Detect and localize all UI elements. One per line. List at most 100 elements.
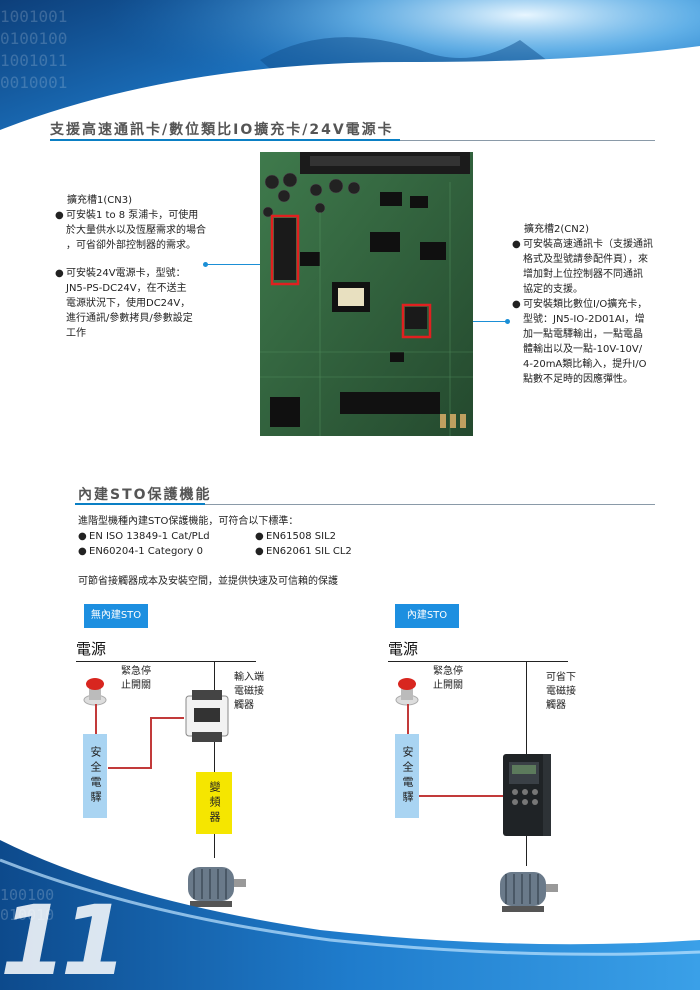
slot1-bullet-2: ● 可安裝24V電源卡，型號： JN5-PS-DC24V，在不送主 電源狀況下，… xyxy=(55,266,255,341)
right-relay-link xyxy=(419,795,503,797)
slot2-b1-line: 增加對上位控制器不同通訊 xyxy=(523,269,643,280)
left-power-label: 電源 xyxy=(76,640,107,658)
standard-item: ●EN62061 SIL CL2 xyxy=(255,544,352,559)
left-contactor-label: 輸入端 電磁接 觸器 xyxy=(234,671,264,713)
left-contactor-wire-h xyxy=(150,717,184,719)
right-estop-line: 緊急停 xyxy=(433,666,463,677)
slot1-b2-line: 電源狀況下，使用DC24V， xyxy=(66,298,191,309)
right-safety-relay: 安全電驛 xyxy=(395,734,419,818)
standard-label: EN ISO 13849-1 Cat/PLd xyxy=(89,531,210,542)
section1-rule-accent xyxy=(50,139,400,141)
svg-text:1001001: 1001001 xyxy=(0,7,67,26)
slot2-b2-line: 型號：JN5-IO-2D01AI，增 xyxy=(523,314,645,325)
right-contactor-label: 可省下 電磁接 觸器 xyxy=(546,671,576,713)
section2-rule xyxy=(75,504,655,505)
slot2-b1-line: 格式及型號請參配件頁），來 xyxy=(523,254,648,265)
right-power-drop xyxy=(526,661,527,756)
svg-text:0010001: 0010001 xyxy=(0,73,67,92)
right-estop-wire xyxy=(407,704,409,734)
right-contactor-line: 觸器 xyxy=(546,700,566,711)
left-relay-link xyxy=(108,767,152,769)
bullet-dot-icon: ● xyxy=(55,210,64,221)
slot1-b1-line: ，可省卻外部控制器的需求。 xyxy=(66,240,196,251)
left-inverter-box: 變頻器 xyxy=(196,772,232,834)
page-number: 11 xyxy=(0,885,128,997)
left-estop-line: 止開關 xyxy=(121,680,151,691)
slot2-bullet-2: ● 可安裝類比數位I/O擴充卡， 型號：JN5-IO-2D01AI，增 加一點電… xyxy=(512,297,672,387)
right-power-label: 電源 xyxy=(388,640,419,658)
header-background: 1001001 0100100 1001011 0010001 xyxy=(0,0,700,150)
slot1-bullet-1: ● 可安裝1 to 8 泵浦卡，可使用 於大量供水以及恆壓需求的場合 ，可省卻外… xyxy=(55,208,255,253)
tag-built-in-sto: 內建STO xyxy=(395,604,459,628)
emergency-stop-icon xyxy=(395,672,419,706)
sto-standards: 進階型機種內建STO保護機能，可符合以下標準： ●EN ISO 13849-1 … xyxy=(78,514,638,589)
slot2-bullet-1: ● 可安裝高速通訊卡（支援通訊 格式及型號請參配件頁），來 增加對上位控制器不同… xyxy=(512,237,672,297)
slot1-leader-dot xyxy=(203,262,208,267)
slot1-heading: 擴充槽1(CN3) xyxy=(67,195,132,206)
slot1-b1-line: 於大量供水以及恆壓需求的場合 xyxy=(66,225,206,236)
left-contactor-wire-v xyxy=(150,717,152,767)
standard-item: ●EN61508 SIL2 xyxy=(255,529,336,544)
slot2-notes: 擴充槽2(CN2) ● 可安裝高速通訊卡（支援通訊 格式及型號請參配件頁），來 … xyxy=(512,222,672,387)
svg-text:0100100: 0100100 xyxy=(0,29,67,48)
left-estop-line: 緊急停 xyxy=(121,666,151,677)
bullet-dot-icon: ● xyxy=(512,239,521,250)
slot1-b1-line: 可安裝1 to 8 泵浦卡，可使用 xyxy=(66,210,199,221)
slot1-b2-line: 可安裝24V電源卡，型號： xyxy=(66,268,186,279)
section2-rule-accent xyxy=(75,503,205,505)
slot2-heading: 擴充槽2(CN2) xyxy=(524,224,589,235)
bullet-dot-icon: ● xyxy=(55,268,64,279)
slot2-b2-line: 可安裝類比數位I/O擴充卡， xyxy=(523,299,648,310)
left-safety-relay: 安全電驛 xyxy=(83,734,107,818)
standard-item: ●EN ISO 13849-1 Cat/PLd xyxy=(78,529,255,544)
svg-text:010010: 010010 xyxy=(0,906,54,924)
slot1-b2-line: 工作 xyxy=(66,328,86,339)
sto-summary: 可節省接觸器成本及安裝空間，並提供快速及可信賴的保護 xyxy=(78,576,338,587)
slot1-leader-line xyxy=(205,264,287,265)
right-motor-drop xyxy=(526,836,527,866)
slot1-notes: 擴充槽1(CN3) ● 可安裝1 to 8 泵浦卡，可使用 於大量供水以及恆壓需… xyxy=(55,193,255,341)
standard-label: EN60204-1 Category 0 xyxy=(89,546,203,557)
emergency-stop-icon xyxy=(83,672,107,706)
slot2-b1-line: 協定的支援。 xyxy=(523,284,583,295)
right-contactor-line: 可省下 xyxy=(546,672,576,683)
bullet-dot-icon: ● xyxy=(255,531,264,542)
slot2-leader-dot xyxy=(505,319,510,324)
footer-background: 100100 010010 xyxy=(0,840,700,990)
right-contactor-line: 電磁接 xyxy=(546,686,576,697)
motor-icon xyxy=(492,862,562,914)
bullet-dot-icon: ● xyxy=(78,531,87,542)
section2-title: 內建STO保護機能 xyxy=(78,487,212,503)
section1-title: 支援高速通訊卡/數位類比IO擴充卡/24V電源卡 xyxy=(50,122,394,138)
svg-text:100100: 100100 xyxy=(0,886,54,904)
inverter-drive-icon xyxy=(503,754,551,836)
slot1-b2-line: 進行通訊/參數拷貝/參數設定 xyxy=(66,313,193,324)
right-power-bus xyxy=(388,661,568,662)
standard-label: EN61508 SIL2 xyxy=(266,531,337,542)
left-contactor-line: 輸入端 xyxy=(234,672,264,683)
svg-text:1001011: 1001011 xyxy=(0,51,67,70)
motor-icon xyxy=(180,857,250,909)
slot2-b2-line: 點數不足時的因應彈性。 xyxy=(523,374,633,385)
left-power-drop xyxy=(214,661,215,858)
right-estop-line: 止開關 xyxy=(433,680,463,691)
left-contactor-line: 觸器 xyxy=(234,700,254,711)
slot1-b2-line: JN5-PS-DC24V，在不送主 xyxy=(66,283,187,294)
bullet-dot-icon: ● xyxy=(255,546,264,557)
slot2-b1-line: 可安裝高速通訊卡（支援通訊 xyxy=(523,239,653,250)
right-estop-label: 緊急停 止開關 xyxy=(433,665,463,693)
bullet-dot-icon: ● xyxy=(512,299,521,310)
slot2-b2-line: 加一點電驛輸出，一點電晶 xyxy=(523,329,643,340)
standard-label: EN62061 SIL CL2 xyxy=(266,546,352,557)
slot2-b2-line: 4-20mA類比輸入，提升I/O xyxy=(523,359,647,370)
slot2-b2-line: 體輸出以及一點-10V-10V/ xyxy=(523,344,643,355)
standard-item: ●EN60204-1 Category 0 xyxy=(78,544,255,559)
left-estop-wire xyxy=(95,704,97,734)
pcb-photo xyxy=(260,152,473,436)
left-estop-label: 緊急停 止開關 xyxy=(121,665,151,693)
left-power-bus xyxy=(76,661,256,662)
left-contactor-line: 電磁接 xyxy=(234,686,264,697)
bullet-dot-icon: ● xyxy=(78,546,87,557)
contactor-icon xyxy=(184,690,230,742)
tag-no-sto: 無內建STO xyxy=(84,604,148,628)
